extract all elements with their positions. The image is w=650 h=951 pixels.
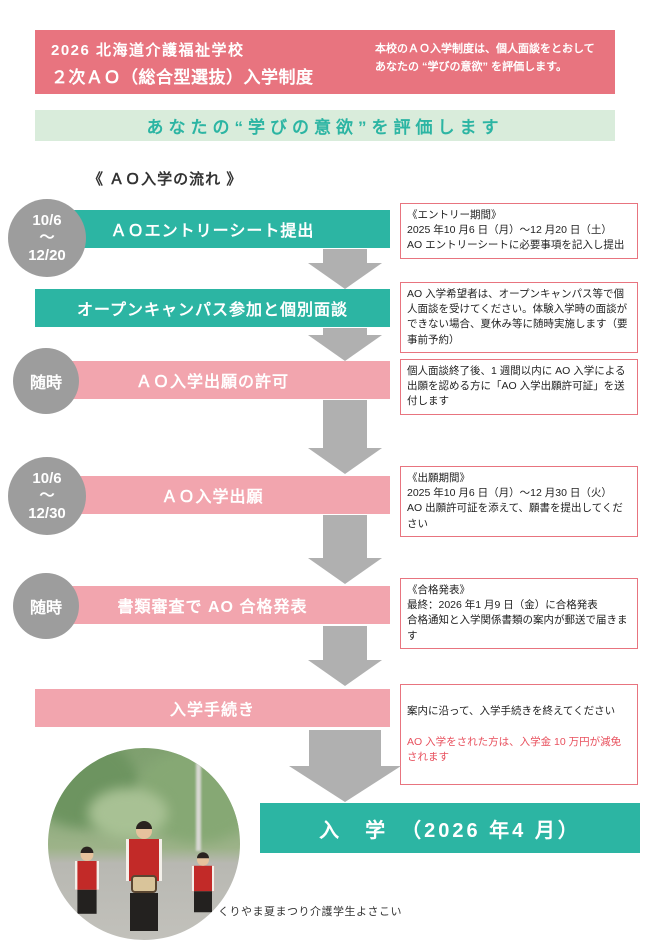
big-down-arrow	[289, 730, 401, 802]
photo-person-coat	[126, 839, 162, 881]
arrow-head	[308, 660, 382, 686]
arrow-head	[308, 263, 382, 289]
photo-person	[191, 852, 215, 913]
photo-drum	[131, 875, 157, 893]
note-application-permission: 個人面談終了後、1 週間以内に AO 入学による出願を認める方に「AO 入学出願…	[400, 359, 638, 415]
arrow-stem	[309, 730, 381, 766]
step-badge-anytime-1: 随時	[13, 348, 79, 414]
arrow-stem	[323, 515, 367, 558]
arrow-head	[308, 558, 382, 584]
note-open-campus: AO 入学希望者は、オープンキャンパス等で個人面談を受けてください。体験入学時の…	[400, 282, 638, 353]
note-entry-sheet: 《エントリー期間》 2025 年10 月6 日（月）～12 月20 日（土） A…	[400, 203, 638, 259]
photo-tree-blob	[88, 788, 168, 838]
arrow-head	[289, 766, 401, 802]
arrow-head	[308, 335, 382, 361]
photo-person	[75, 846, 99, 914]
flow-bar-enrollment-procedure: 入学手続き	[35, 689, 390, 727]
photo-pole	[196, 756, 201, 851]
arrow-stem	[323, 400, 367, 448]
down-arrow	[308, 400, 382, 474]
down-arrow	[308, 328, 382, 361]
down-arrow	[308, 249, 382, 289]
arrow-head	[308, 448, 382, 474]
arrow-stem	[323, 626, 367, 660]
photo-person-pants	[130, 893, 158, 931]
photo-person-head	[80, 846, 94, 861]
festival-photo	[48, 748, 240, 940]
photo-person-head	[136, 821, 152, 839]
school-name: 2026 北海道介護福祉学校	[51, 42, 245, 59]
program-title: ２次ＡＯ（総合型選抜）入学制度	[51, 68, 314, 87]
arrow-stem	[323, 328, 367, 335]
down-arrow	[308, 515, 382, 584]
step-badge-anytime-2: 随時	[13, 573, 79, 639]
flow-section-title: 《 ＡＯ入学の流れ 》	[88, 171, 243, 188]
note-procedure-red-text: AO 入学をされた方は、入学金 10 万円が減免されます	[407, 735, 622, 763]
flow-bar-open-campus: オープンキャンパス参加と個別面談	[35, 289, 390, 327]
note-procedure-text: 案内に沿って、入学手続きを終えてください	[407, 705, 616, 718]
photo-person-coat	[75, 861, 99, 890]
flow-bar-application: ＡＯ入学出願	[35, 476, 390, 514]
header-description: 本校のＡＯ入学制度は、個人面談をとおして あなたの “学びの意欲” を評価します…	[375, 43, 595, 73]
photo-person-coat	[191, 865, 215, 892]
note-application: 《出願期間》 2025 年10 月6 日（月）～12 月30 日（火） AO 出…	[400, 466, 638, 537]
photo-person-pants	[194, 891, 212, 913]
header-banner: 2026 北海道介護福祉学校 ２次ＡＯ（総合型選抜）入学制度 本校のＡＯ入学制度…	[35, 30, 615, 94]
down-arrow	[308, 626, 382, 686]
slogan-text: あなたの“学びの意欲”を評価します	[146, 118, 504, 137]
final-enrollment-bar: 入 学 （2026 年4 月）	[260, 803, 640, 853]
slogan-banner: あなたの“学びの意欲”を評価します	[35, 110, 615, 141]
flow-bar-application-permission: ＡＯ入学出願の許可	[35, 361, 390, 399]
note-enrollment-procedure: 案内に沿って、入学手続きを終えてください AO 入学をされた方は、入学金 10 …	[400, 684, 638, 786]
flow-bar-result-announcement: 書類審査で AO 合格発表	[35, 586, 390, 624]
flow-bar-entry-sheet: ＡＯエントリーシート提出	[35, 210, 390, 248]
photo-caption: くりやま夏まつり介護学生よさこい	[218, 906, 402, 918]
photo-person-pants	[77, 889, 97, 914]
note-result-announcement: 《合格発表》 最終：2026 年1 月9 日（金）に合格発表 合格通知と入学関係…	[400, 578, 638, 649]
photo-person-main	[126, 821, 162, 931]
step-badge-entry-period: 10/6 ～ 12/20	[8, 199, 86, 277]
step-badge-application-period: 10/6 ～ 12/30	[8, 457, 86, 535]
arrow-stem	[323, 249, 367, 263]
photo-person-head	[197, 852, 209, 866]
